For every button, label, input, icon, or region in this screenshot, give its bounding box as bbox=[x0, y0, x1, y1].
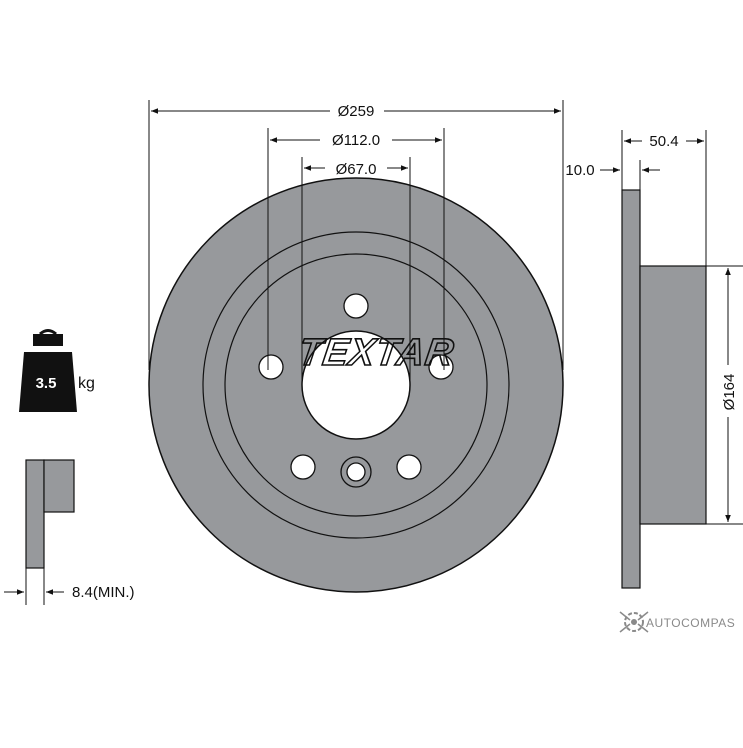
bolt-hole bbox=[258, 354, 284, 380]
watermark-text: AUTOCOMPAS bbox=[646, 616, 735, 630]
center-bore-label: Ø67.0 bbox=[336, 161, 377, 178]
total-height-label: 50.4 bbox=[649, 133, 678, 150]
bolt-hole bbox=[290, 454, 316, 480]
bolt-hole bbox=[396, 454, 422, 480]
dimension-center-bore: Ø67.0 bbox=[301, 157, 411, 385]
locating-hole bbox=[346, 462, 366, 482]
disc-hat-edge bbox=[224, 253, 488, 517]
min-thickness-icon: 8.4(MIN.) bbox=[4, 459, 135, 605]
side-friction-ring bbox=[621, 189, 641, 589]
bolt-circle-label: Ø112.0 bbox=[332, 132, 380, 149]
disc-side-view bbox=[621, 189, 707, 589]
disc-front-view: TEXTAR bbox=[148, 177, 564, 593]
dimension-bolt-circle: Ø112.0 bbox=[267, 128, 445, 370]
min-thickness-label: 8.4(MIN.) bbox=[72, 584, 135, 601]
bolt-hole bbox=[343, 293, 369, 319]
weight-unit: kg bbox=[78, 375, 95, 392]
hat-diameter-label: Ø164 bbox=[721, 374, 738, 411]
side-hat bbox=[639, 265, 707, 525]
dimension-hat-diameter: Ø164 bbox=[706, 265, 743, 525]
brand-logo: TEXTAR bbox=[296, 331, 457, 374]
bolt-hole bbox=[428, 354, 454, 380]
watermark-logo-icon bbox=[619, 611, 649, 633]
dimension-outer-diameter: Ø259 bbox=[148, 100, 564, 370]
thickness-label: 10.0 bbox=[565, 162, 594, 179]
dimension-thickness: 10.0 bbox=[565, 130, 660, 190]
dimension-total-height: 50.4 bbox=[624, 130, 707, 266]
weight-value: 3.5 bbox=[36, 375, 57, 392]
weight-icon: 3.5 bbox=[19, 329, 77, 412]
disc-friction-ring-edge bbox=[202, 231, 510, 539]
outer-diameter-label: Ø259 bbox=[338, 103, 375, 120]
